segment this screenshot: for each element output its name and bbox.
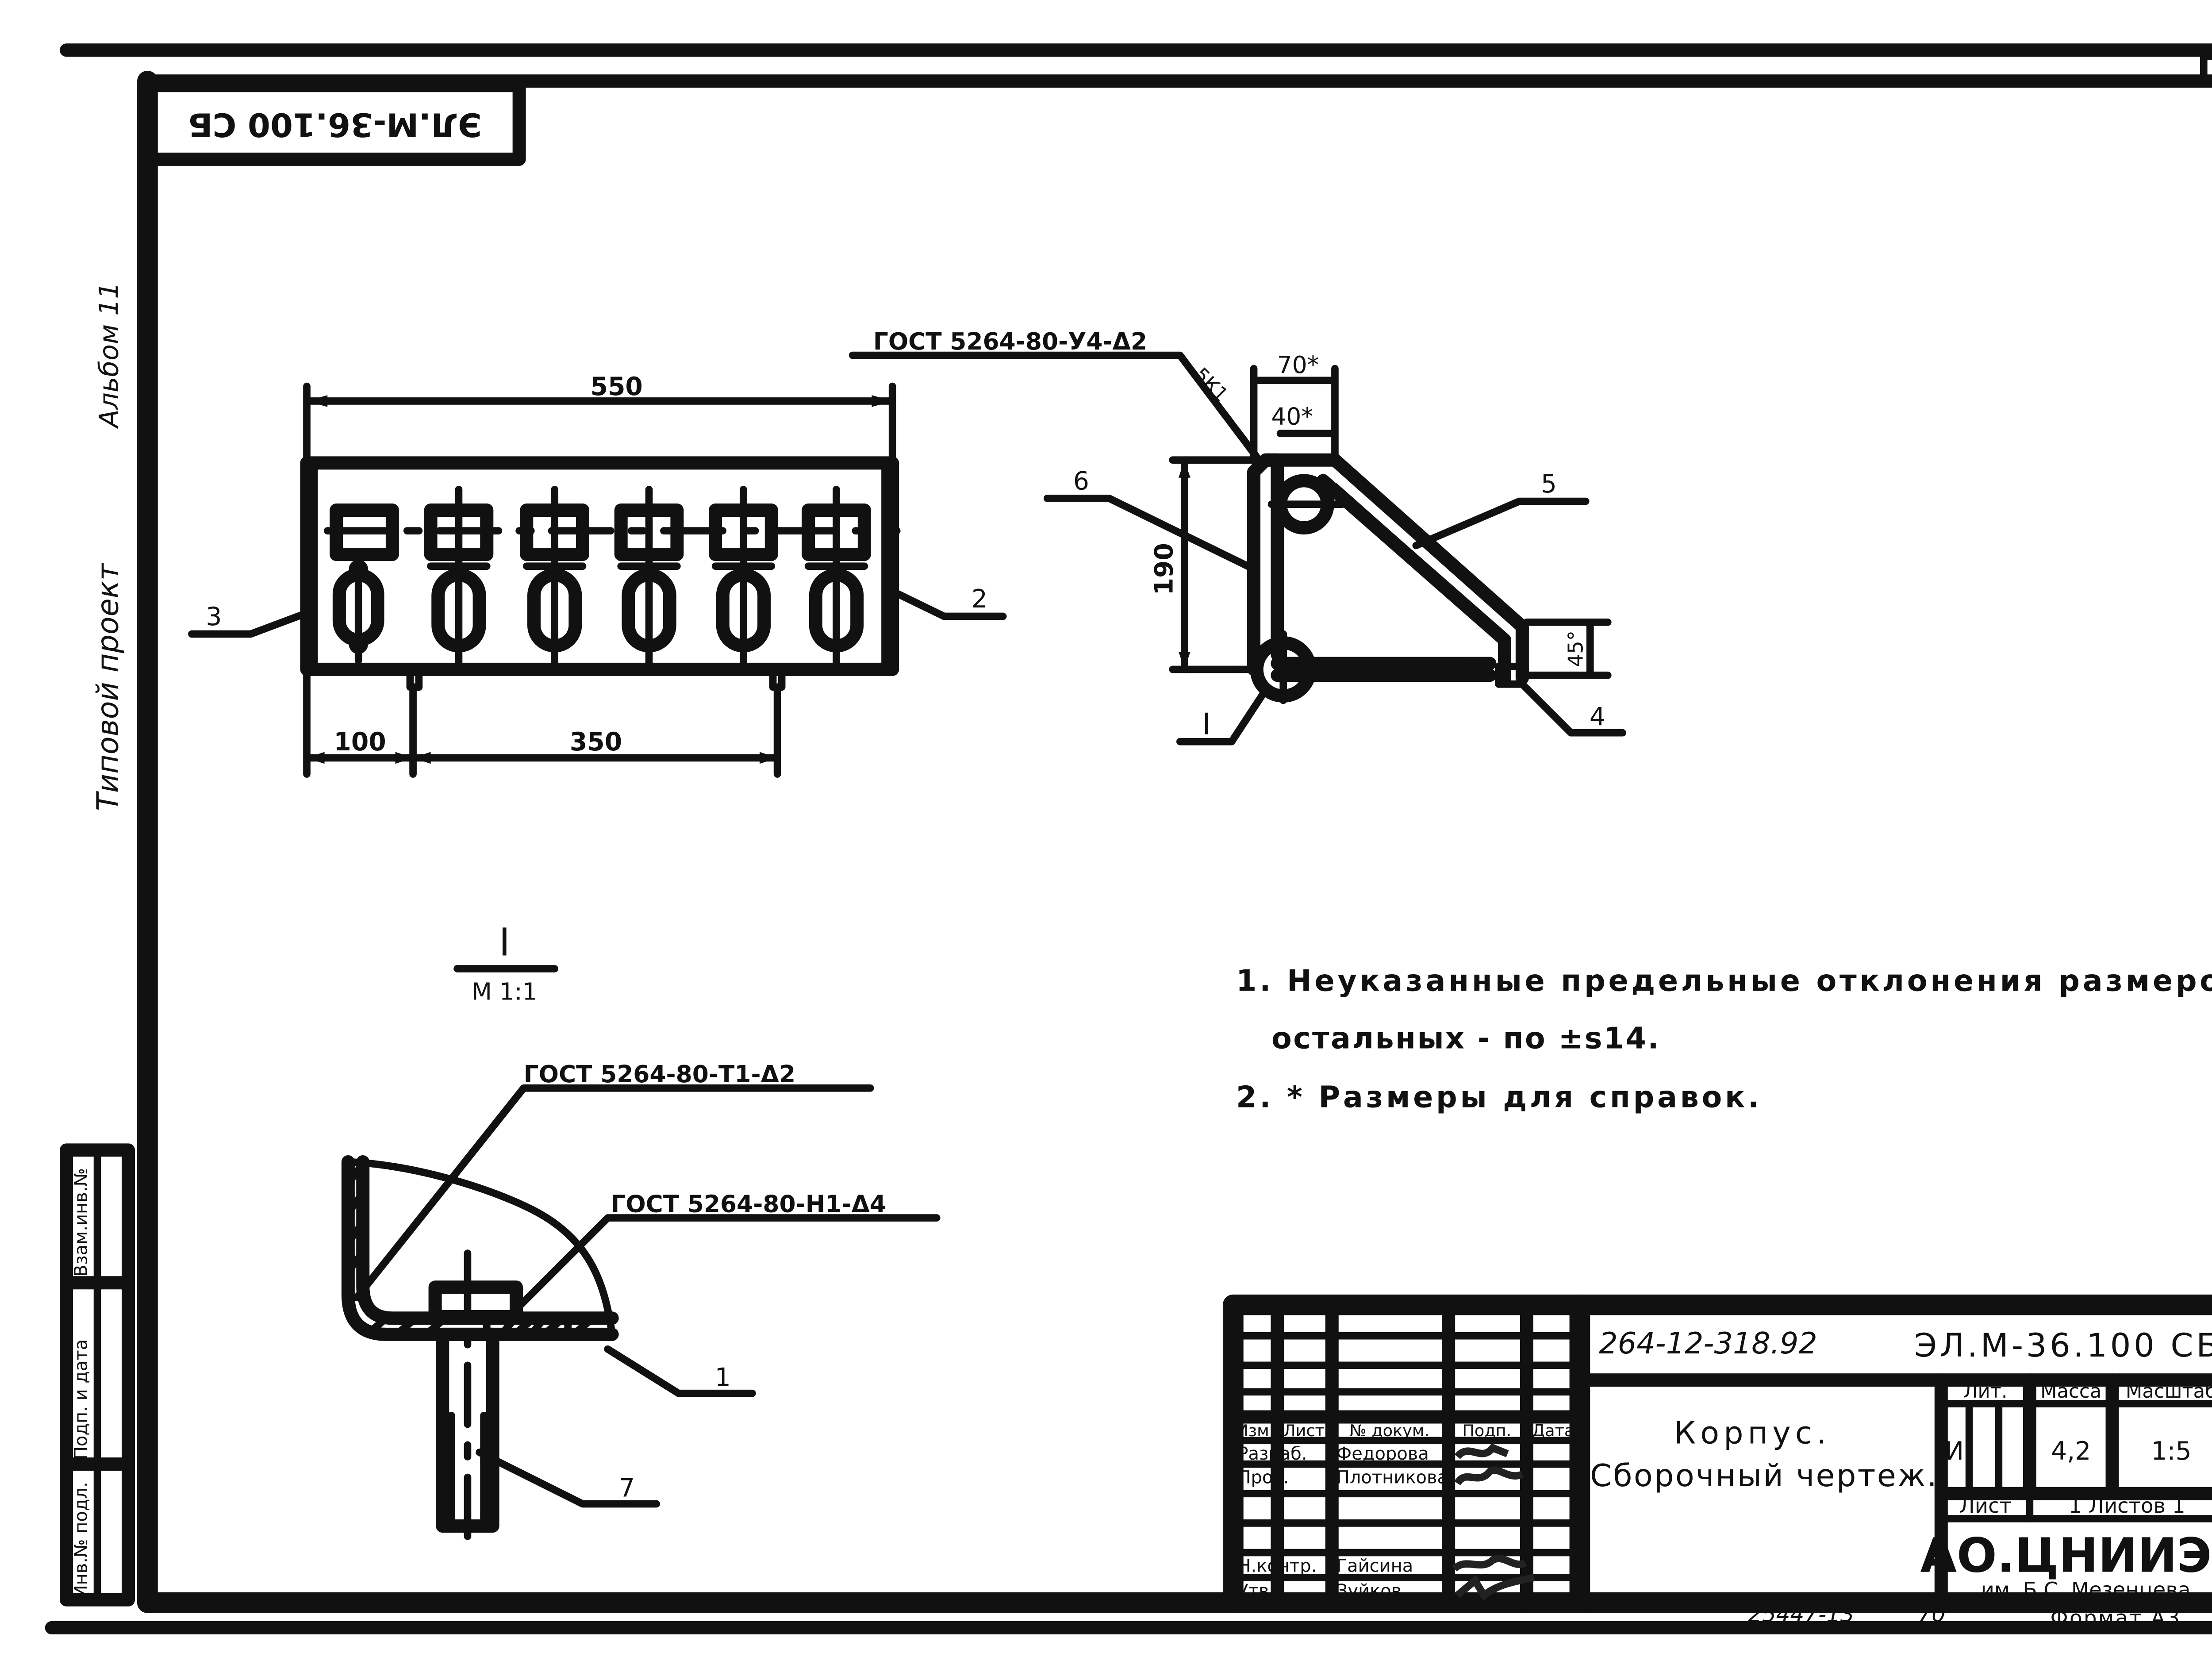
name-normcontrol: Гайсина (1336, 1556, 1413, 1576)
notes: 1. Неуказанные предельные отклонения раз… (1236, 963, 2212, 1114)
side-weld-leg: 5К1 (1190, 364, 1232, 406)
mass-label: Масса (2040, 1380, 2101, 1403)
title-line-1: Корпус. (1674, 1414, 1831, 1451)
name-developer: Федорова (1336, 1444, 1429, 1464)
cutouts (330, 486, 871, 667)
dim-height: 190 (1150, 543, 1179, 595)
sheets-label: 1 Листов 1 (2069, 1494, 2185, 1518)
note-1: 1. Неуказанные предельные отклонения раз… (1236, 963, 2212, 998)
sheet-label: Лист (1959, 1494, 2012, 1518)
leader-7: 7 (619, 1473, 635, 1503)
footer-format: Формат А3 (2051, 1606, 2181, 1630)
hdr-doc: № докум. (1349, 1421, 1429, 1440)
note-2: 2. * Размеры для справок. (1236, 1080, 1762, 1115)
margin-field-inv: Инв.№ подл. (71, 1482, 92, 1598)
role-normcontrol: Н.контр. (1237, 1556, 1317, 1576)
detail-mark-ref: I (1202, 707, 1211, 742)
margin-fields: Инв.№ подл. Подп. и дата Взам.инв.№ (60, 1143, 135, 1607)
scale-label: Масштаб (2126, 1380, 2212, 1403)
leader-2: 2 (972, 584, 987, 614)
detail-view: I М 1:1 ГОСТ 5264-80 (341, 920, 941, 1552)
front-view: 550 100 350 3 2 (188, 372, 1007, 778)
margin-field-replace: Взам.инв.№ (71, 1168, 92, 1277)
hdr-date: Дата (1532, 1421, 1574, 1440)
detail-weld-note-2: ГОСТ 5264-80-Н1-Δ4 (611, 1190, 886, 1218)
hdr-sign: Подп. (1462, 1421, 1511, 1440)
leader-6: 6 (1073, 466, 1089, 496)
dim-total-length: 550 (591, 372, 643, 401)
dim-top-outer: 70* (1277, 351, 1319, 379)
org-subtitle: им. Б.С. Мезенцева (1981, 1578, 2191, 1602)
footer-page: 70 (1917, 1602, 1946, 1627)
dim-top-inner: 40* (1271, 403, 1313, 430)
role-checker: Пров. (1237, 1467, 1289, 1488)
lit-label: Лит. (1963, 1380, 2008, 1403)
title-block: Изм. Лист № докум. Подп. Дата Разраб. Фе… (1223, 1294, 2212, 1613)
leader-3: 3 (206, 602, 222, 631)
hdr-list: Лист (1283, 1421, 1325, 1440)
doc-ref: 264-12-318.92 (1599, 1326, 1817, 1361)
dim-angle: 45° (1564, 630, 1588, 667)
album-label: Альбом 11 (94, 282, 125, 429)
leader-5: 5 (1541, 469, 1557, 499)
detail-scale: М 1:1 (472, 977, 538, 1005)
role-approved: Утв. (1237, 1581, 1275, 1601)
leader-1: 1 (715, 1363, 731, 1392)
footer-inventory: 25447-13 (1748, 1602, 1855, 1627)
role-developer: Разраб. (1237, 1444, 1307, 1464)
side-stamp-text: ЭЛ.М-36.100 СБ (188, 106, 482, 143)
mass-value: 4,2 (2051, 1437, 2091, 1466)
note-1-cont: остальных - по ±s14. (1271, 1021, 1660, 1055)
detail-mark: I (499, 920, 511, 965)
footer: 25447-13 70 Формат А3 (1748, 1602, 2181, 1630)
side-weld-note: ГОСТ 5264-80-У4-Δ2 (873, 327, 1147, 355)
scale-value: 1:5 (2151, 1437, 2191, 1466)
detail-weld-note-1: ГОСТ 5264-80-Т1-Δ2 (524, 1060, 795, 1088)
side-stamp: ЭЛ.М-36.100 СБ (144, 79, 526, 166)
lit-value: И (1945, 1437, 1964, 1466)
hdr-izm: Изм. (1236, 1421, 1274, 1440)
side-view: 70* 40* 190 45° ГОСТ 5264-80-У4-Δ2 5К1 6… (849, 327, 1626, 746)
margin-field-sign: Подп. и дата (71, 1339, 92, 1460)
dim-stud-span: 350 (570, 727, 622, 757)
dim-stud-offset: 100 (334, 727, 386, 757)
title-line-2: Сборочный чертеж. (1590, 1457, 1938, 1494)
org-name: АО.ЦНИИЭП (1920, 1528, 2212, 1583)
project-label: Типовой проект (91, 562, 125, 811)
sheet-frame (45, 43, 2212, 1635)
leader-4: 4 (1590, 703, 1605, 732)
doc-code: ЭЛ.М-36.100 СБ (1914, 1327, 2212, 1365)
name-checker: Плотникова (1336, 1467, 1448, 1488)
page-number-box: 69 (2200, 52, 2212, 86)
name-approved: Зуйков (1336, 1581, 1402, 1601)
